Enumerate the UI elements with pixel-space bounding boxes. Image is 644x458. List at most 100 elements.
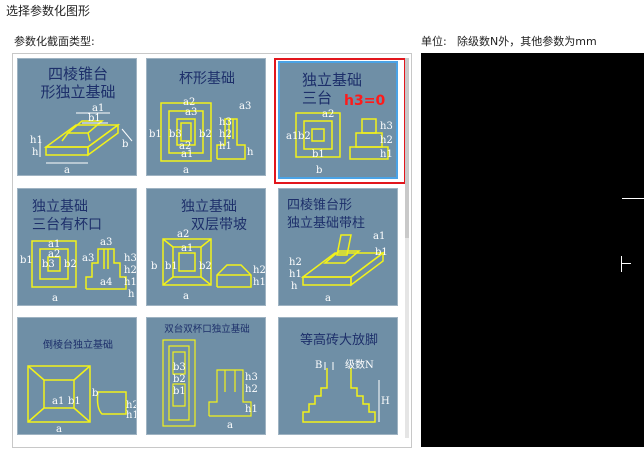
three-step-plan-drawing: [295, 112, 341, 158]
dim-label-b3: b3: [169, 129, 182, 140]
dialog-title: 选择参数化图形: [6, 4, 91, 18]
dim-label-H: H: [381, 396, 390, 407]
shape-cell-inverted-frustum-footing[interactable]: 倒棱台独立基础 a1 b1 b h2 h1 a: [17, 317, 137, 435]
dim-label-h2: h2: [380, 135, 393, 146]
dim-label-b1: b1: [375, 247, 388, 258]
section-type-label: 参数化截面类型:: [14, 35, 95, 48]
dim-label-a3-section: a3: [82, 253, 94, 264]
brick-footing-steps-drawing: [302, 368, 376, 423]
dim-label-b1: b1: [173, 386, 186, 397]
shape-cell-brick-footing-steps[interactable]: 等高砖大放脚 B 级数N H: [278, 317, 398, 435]
shape-title-line1: 双台双杯口独立基础: [164, 323, 250, 335]
dim-label-b1: b1: [149, 129, 162, 140]
dim-label-h3: h3: [245, 372, 258, 383]
dim-label-b2: b2: [64, 259, 77, 270]
dim-label-a2-lower: a2: [179, 141, 191, 152]
shape-title-line1: 等高砖大放脚: [300, 332, 378, 348]
dim-label-a3: a3: [185, 107, 197, 118]
preview-axis-marker: [621, 256, 622, 272]
selected-shape-highlight: [274, 58, 406, 184]
dim-label-b3: b3: [173, 362, 186, 373]
dim-label-a: a: [325, 293, 331, 304]
double-slope-section-drawing: [216, 264, 252, 288]
double-cup-section-drawing: [208, 369, 252, 417]
three-step-section-drawing: [349, 118, 389, 160]
dim-label-b1: b1: [20, 255, 33, 266]
shape-cell-three-step-cup-footing[interactable]: 独立基础 三台有杯口 a1 a2 a3 b1 b2 b3 a a3 a4 h3 …: [17, 188, 137, 306]
dim-label-a: a: [56, 424, 62, 435]
dim-label-h2: h2: [245, 384, 258, 395]
shape-title-line1: 四棱锥台形: [287, 197, 352, 213]
preview-guide-line: [622, 198, 644, 199]
three-step-cup-plan-drawing: [31, 240, 77, 288]
dim-label-b2: b2: [298, 131, 311, 142]
dim-label-a1: a1: [286, 131, 298, 142]
gallery-scrollbar[interactable]: [405, 58, 409, 438]
shape-cell-double-slope-footing[interactable]: 独立基础 双层带坡 a2 a1 b1 b2 b h2 h1 a: [146, 188, 266, 306]
dim-label-a: a: [183, 291, 189, 302]
inverted-frustum-plan-drawing: [27, 365, 91, 423]
shape-title-line1: 独立基础: [181, 198, 237, 215]
shape-title-line2: 形独立基础: [40, 83, 115, 101]
inverted-frustum-section-drawing: [96, 391, 127, 415]
dim-label-a: a: [183, 165, 189, 176]
dim-label-h2: h2: [219, 129, 232, 140]
dim-label-b: b: [92, 388, 98, 399]
dim-label-b: b: [151, 261, 157, 272]
dim-label-a: a: [52, 293, 58, 304]
dim-label-h2: h2: [126, 400, 137, 411]
dim-label-b2: b2: [173, 374, 186, 385]
cup-footing-section-drawing: [216, 118, 246, 160]
shape-title-line2: 双层带坡: [191, 217, 247, 233]
shape-cell-three-step-footing[interactable]: 独立基础 三台 h3=0 a2 a1 b1 b2 h3 h2 h1 b: [278, 61, 398, 179]
shape-title-line1: 独立基础: [32, 198, 88, 215]
shape-cell-pyramid-footing-with-column[interactable]: 四棱锥台形 独立基础带柱 a1 b1 h2 h1 h a: [278, 188, 398, 306]
shape-title-line1: 倒棱台独立基础: [43, 338, 113, 351]
shape-cell-double-cup-footing[interactable]: 双台双杯口独立基础 b3 b2 b1 h3 h2 h1 a: [146, 317, 266, 435]
double-slope-plan-drawing: [162, 238, 212, 286]
dim-label-a: a: [64, 165, 70, 176]
dim-label-h3: h3: [380, 121, 393, 132]
dim-label-a2: a2: [322, 109, 334, 120]
dim-label-B: B: [315, 360, 322, 371]
dim-label-b2: b2: [199, 129, 212, 140]
dim-label-a3-section: a3: [239, 101, 251, 112]
dim-label-h3: h3: [219, 117, 232, 128]
shape-cell-pyramid-frustum-footing[interactable]: 四棱锥台 形独立基础 a1 b1 b h1 h a: [17, 58, 137, 176]
dim-label-a1: a1: [181, 243, 193, 254]
dim-label-a2: a2: [177, 229, 189, 240]
dim-label-a3: a3: [100, 237, 112, 248]
shape-title-line2: 独立基础带柱: [287, 216, 365, 231]
dim-label-a1: a1: [181, 149, 193, 160]
dim-label-steps-N: 级数N: [345, 358, 374, 371]
shape-gallery: 四棱锥台 形独立基础 a1 b1 b h1 h a: [12, 53, 412, 448]
shape-title-line2: 三台: [302, 89, 332, 107]
preview-canvas[interactable]: [421, 53, 644, 447]
dim-label-b1: b1: [165, 261, 178, 272]
double-cup-plan-drawing: [162, 339, 196, 427]
shape-cell-cup-footing[interactable]: 杯形基础 a2 a3 a1 b1 b3 b2 a2 a h3 h2 h1 a3: [146, 58, 266, 176]
dim-label-b2: b2: [199, 261, 212, 272]
dim-label-b1: b1: [68, 396, 81, 407]
dim-label-b3: b3: [42, 259, 55, 270]
shape-title-line1: 杯形基础: [179, 70, 235, 87]
cup-footing-plan-drawing: [160, 102, 212, 162]
dim-label-h1: h1: [219, 141, 232, 152]
shape-title-line1: 四棱锥台: [48, 65, 108, 83]
dim-label-b: b: [316, 165, 322, 176]
three-step-cup-section-drawing: [85, 248, 127, 290]
dim-label-h2: h2: [253, 265, 266, 276]
dim-label-a4: a4: [100, 277, 112, 288]
gallery-scrollbar-thumb[interactable]: [405, 58, 409, 238]
shape-tag-h3-zero: h3=0: [344, 93, 385, 109]
shape-title-line2: 三台有杯口: [32, 217, 102, 233]
dim-label-a1: a1: [373, 231, 385, 242]
dim-label-h1: h1: [253, 277, 266, 288]
dim-label-h1: h1: [289, 269, 302, 280]
dim-label-h: h: [247, 147, 254, 158]
dim-label-h1: h1: [124, 277, 137, 288]
unit-note: 除级数N外，其他参数为mm: [457, 35, 597, 48]
dim-label-a1: a1: [52, 396, 64, 407]
dim-label-h1: h1: [126, 410, 137, 421]
dim-label-h1: h1: [30, 135, 43, 146]
